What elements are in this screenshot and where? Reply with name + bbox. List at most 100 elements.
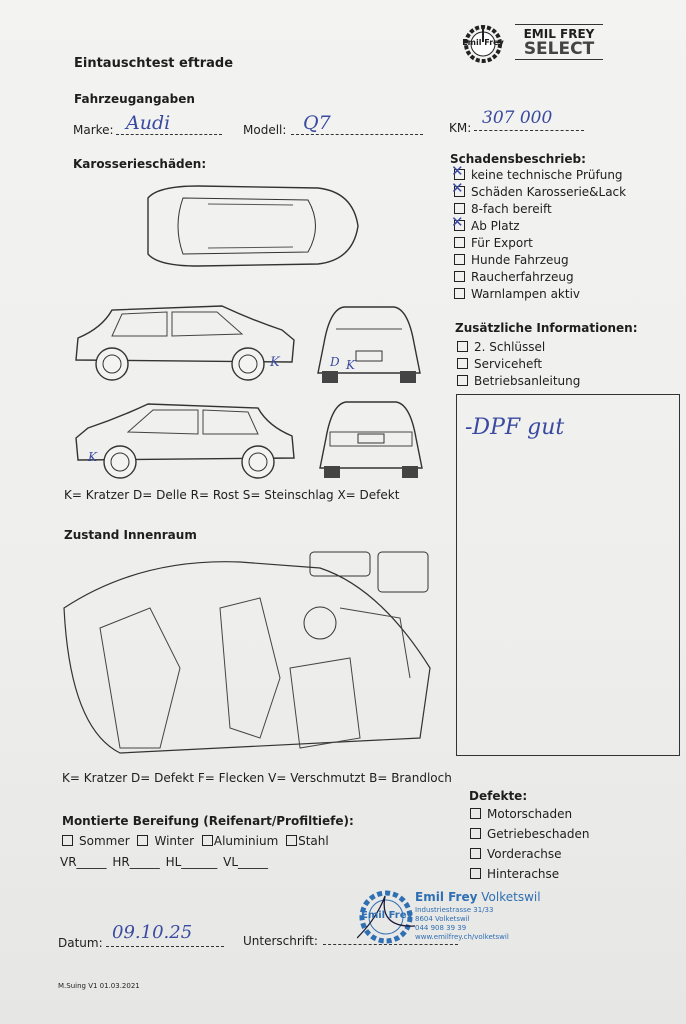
- checkbox[interactable]: [451, 213, 465, 231]
- checkbox-fuer-export[interactable]: Für Export: [454, 236, 626, 253]
- km-label: KM:: [449, 121, 472, 135]
- interior-heading: Zustand Innenraum: [64, 528, 197, 542]
- checkbox[interactable]: [457, 358, 468, 369]
- checkbox[interactable]: [470, 848, 481, 859]
- date-field[interactable]: 09.10.25: [106, 922, 224, 947]
- damage-mark: K: [346, 358, 355, 372]
- tire-vr-field[interactable]: VR_____: [60, 855, 107, 869]
- checkbox-hinterachse[interactable]: Hinterachse: [470, 867, 589, 887]
- checkbox-label: Hinterachse: [487, 867, 560, 881]
- checkbox-serviceheft[interactable]: Serviceheft: [457, 357, 580, 374]
- checkbox[interactable]: [470, 828, 481, 839]
- checkbox-vorderachse[interactable]: Vorderachse: [470, 847, 589, 867]
- checkbox-label: Für Export: [471, 236, 533, 250]
- car-front-view[interactable]: [314, 303, 424, 385]
- checkbox-ab-platz[interactable]: Ab Platz: [451, 213, 626, 236]
- stamp-location: Volketswil: [481, 890, 541, 904]
- notes-text: -DPF gut: [465, 415, 565, 440]
- stamp-phone: 044 908 39 39: [415, 924, 467, 932]
- checkbox[interactable]: [286, 835, 298, 846]
- tire-positions: VR_____ HR_____ HL______ VL_____: [60, 855, 268, 869]
- checkbox-sommer[interactable]: Sommer: [62, 834, 130, 848]
- damage-description-list: keine technische Prüfung Schäden Karosse…: [451, 162, 627, 304]
- make-label: Marke:: [73, 123, 114, 137]
- body-damage-legend: K= Kratzer D= Delle R= Rost S= Steinschl…: [64, 488, 400, 502]
- defects-list: Motorschaden Getriebeschaden Vorderachse…: [470, 807, 589, 887]
- make-value: Audi: [126, 112, 171, 134]
- checkbox-keine-technische-pruefung[interactable]: keine technische Prüfung: [451, 162, 626, 185]
- car-interior-drawing[interactable]: [60, 548, 438, 763]
- stamp-web: www.emilfrey.ch/volketswil: [415, 933, 509, 941]
- emil-frey-emblem: Emil Frey: [460, 24, 506, 64]
- brand-top: EMIL FREY: [523, 27, 595, 41]
- checkbox-label: 8-fach bereift: [471, 202, 552, 216]
- km-value: 307 000: [482, 108, 553, 128]
- checkbox[interactable]: [454, 237, 465, 248]
- tire-hl-field[interactable]: HL______: [165, 855, 218, 869]
- damage-mark: K: [270, 355, 280, 370]
- checkbox[interactable]: [457, 341, 468, 352]
- checkbox[interactable]: [137, 835, 149, 846]
- model-value: Q7: [303, 112, 331, 134]
- model-field[interactable]: Q7: [291, 112, 423, 135]
- checkbox-hunde-fahrzeug[interactable]: Hunde Fahrzeug: [454, 253, 626, 270]
- checkbox[interactable]: [454, 271, 465, 282]
- signature-field[interactable]: [323, 928, 458, 945]
- date-label: Datum:: [58, 936, 103, 950]
- checkbox-getriebeschaden[interactable]: Getriebeschaden: [470, 827, 589, 847]
- car-side-right-view[interactable]: [70, 398, 298, 483]
- checkbox-8-fach-bereift[interactable]: 8-fach bereift: [454, 202, 626, 219]
- checkbox-label: Getriebeschaden: [487, 827, 590, 841]
- notes-box[interactable]: -DPF gut: [456, 394, 680, 756]
- checkbox-raucherfahrzeug[interactable]: Raucherfahrzeug: [454, 270, 626, 287]
- damage-description-heading: Schadensbeschrieb:: [450, 152, 586, 166]
- checkbox[interactable]: [470, 808, 481, 819]
- checkbox-betriebsanleitung[interactable]: Betriebsanleitung: [457, 374, 580, 391]
- additional-info-list: 2. Schlüssel Serviceheft Betriebsanleitu…: [457, 340, 580, 391]
- checkbox-label: Betriebsanleitung: [474, 374, 581, 388]
- checkbox[interactable]: [470, 868, 481, 879]
- checkbox-label: keine technische Prüfung: [471, 168, 623, 182]
- checkbox-schaeden-karosserie[interactable]: Schäden Karosserie&Lack: [451, 179, 627, 202]
- checkbox[interactable]: [454, 254, 465, 265]
- defects-heading: Defekte:: [469, 789, 528, 803]
- checkbox-label: Raucherfahrzeug: [471, 270, 574, 284]
- checkbox-stahl[interactable]: Stahl: [286, 834, 329, 848]
- checkbox-label: Serviceheft: [474, 357, 543, 371]
- vehicle-section-heading: Fahrzeugangaben: [74, 92, 195, 106]
- tires-heading: Montierte Bereifung (Reifenart/Profiltie…: [62, 814, 354, 828]
- emblem-text: Emil Frey: [462, 38, 504, 47]
- checkbox[interactable]: [201, 835, 213, 846]
- car-top-view[interactable]: [138, 178, 363, 274]
- checkbox-zweiter-schluessel[interactable]: 2. Schlüssel: [457, 340, 580, 357]
- tire-vl-field[interactable]: VL_____: [223, 855, 269, 869]
- stamp-name: Emil Frey: [415, 890, 478, 904]
- checkbox[interactable]: [451, 179, 465, 197]
- checkbox-label: Vorderachse: [487, 847, 562, 861]
- checkbox-winter[interactable]: Winter: [137, 834, 194, 848]
- additional-info-heading: Zusätzliche Informationen:: [455, 321, 638, 335]
- checkbox-label: Motorschaden: [487, 807, 573, 821]
- checkbox[interactable]: [457, 375, 468, 386]
- checkbox-label: 2. Schlüssel: [474, 340, 546, 354]
- interior-legend: K= Kratzer D= Defekt F= Flecken V= Versc…: [62, 771, 452, 785]
- car-side-left-view[interactable]: [72, 300, 298, 385]
- dealer-stamp: Emil Frey Emil Frey Volketswil Industrie…: [357, 888, 557, 948]
- checkbox-motorschaden[interactable]: Motorschaden: [470, 807, 589, 827]
- checkbox-label: Sommer: [79, 834, 130, 848]
- checkbox-aluminium[interactable]: Aluminium: [201, 834, 278, 848]
- checkbox-label: Schäden Karosserie&Lack: [471, 185, 627, 199]
- brand-bottom: SELECT: [523, 39, 595, 59]
- damage-mark: D: [330, 355, 340, 369]
- tire-hr-field[interactable]: HR_____: [112, 855, 160, 869]
- checkbox-warnlampen-aktiv[interactable]: Warnlampen aktiv: [454, 287, 626, 304]
- tire-options: Sommer Winter Aluminium Stahl: [62, 834, 329, 848]
- checkbox[interactable]: [62, 835, 73, 846]
- stamp-city: 8604 Volketswil: [415, 915, 470, 923]
- checkbox[interactable]: [454, 288, 465, 299]
- car-rear-view[interactable]: [316, 398, 426, 480]
- checkbox-label: Stahl: [298, 834, 329, 848]
- make-field[interactable]: Audi: [116, 112, 222, 135]
- checkbox-label: Warnlampen aktiv: [471, 287, 581, 301]
- km-field[interactable]: 307 000: [474, 108, 584, 131]
